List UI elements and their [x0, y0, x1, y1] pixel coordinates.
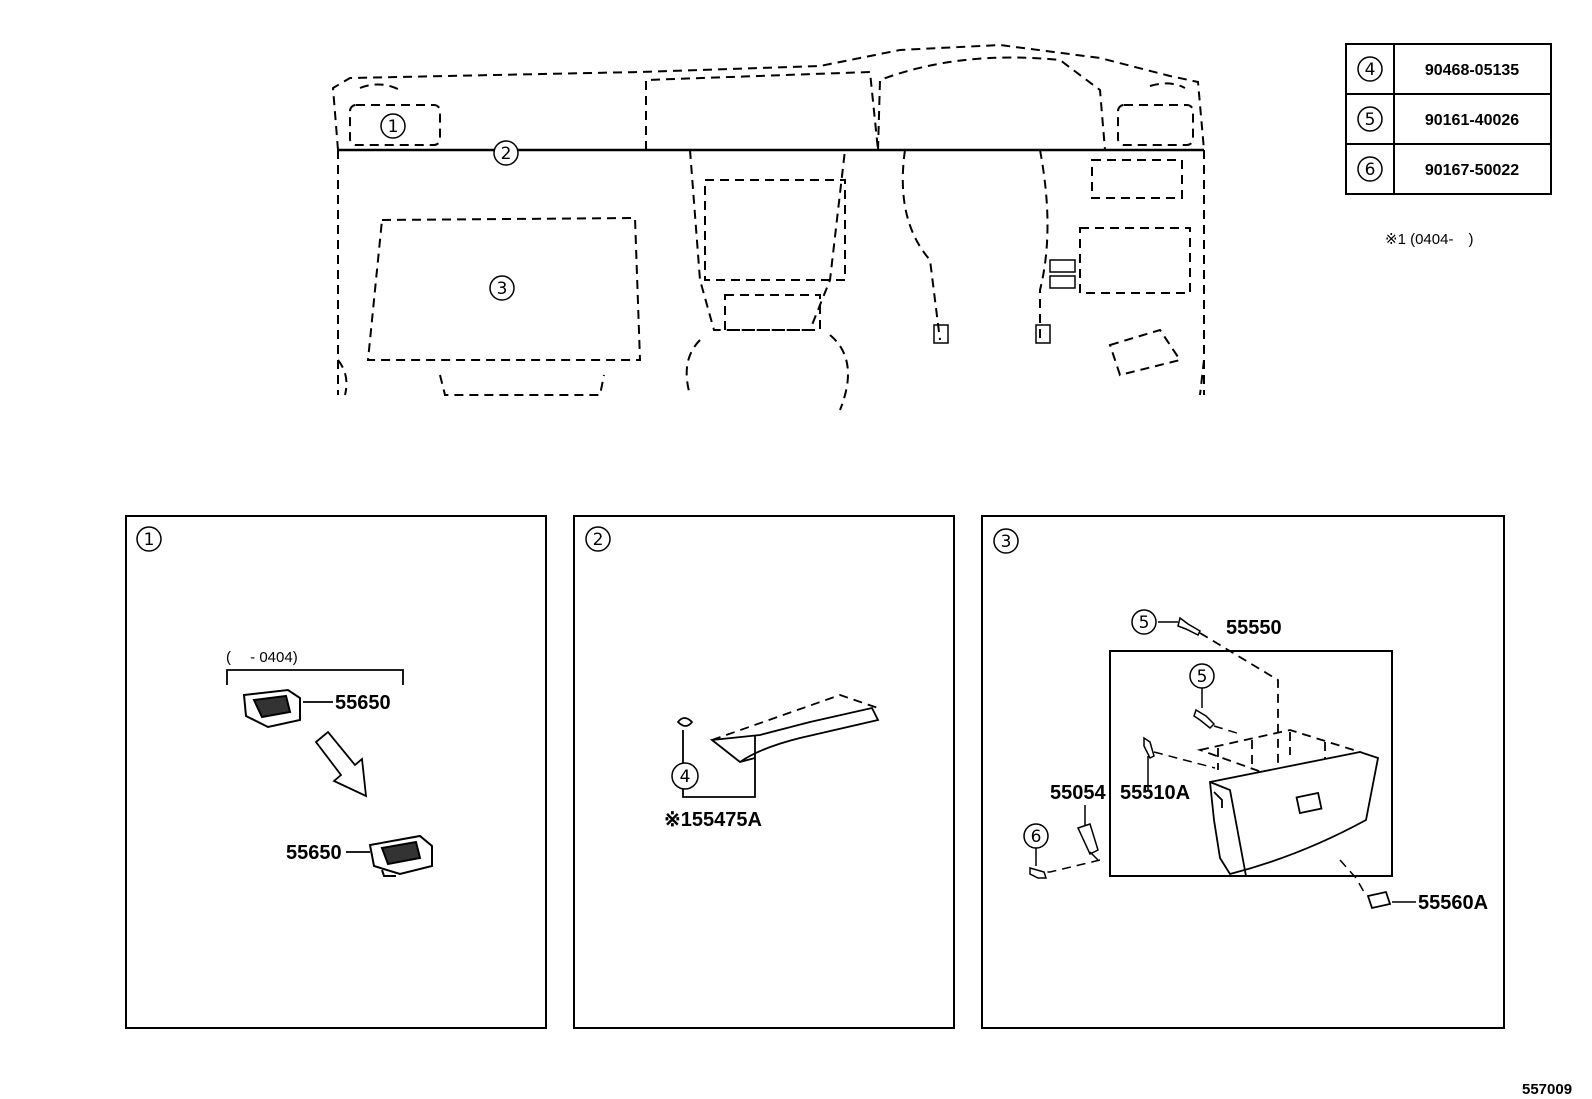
screw-icon	[1177, 616, 1201, 637]
svg-text:1: 1	[144, 530, 155, 550]
screw-icon	[1029, 867, 1048, 879]
fastener-row: 5 90161-40026	[1357, 106, 1519, 132]
pin-icon	[1143, 736, 1155, 760]
panel-3: 3 5 55550 5 55510A 55054	[981, 515, 1505, 1029]
callout-2-overview: 2	[493, 140, 519, 166]
svg-text:5: 5	[1197, 667, 1208, 687]
screw-icon	[1193, 708, 1216, 730]
panel-2: 2 4 ※155475A	[573, 515, 955, 1029]
part-55475a: ※155475A	[664, 809, 762, 831]
svg-text:6: 6	[1365, 160, 1376, 180]
callout-3-overview: 3	[489, 275, 515, 301]
dashboard-overview	[331, 43, 1205, 411]
part-55054: 55054	[1050, 782, 1106, 804]
panel-1: 1 ( - 0404) 55650 55650	[125, 515, 547, 1029]
svg-text:2: 2	[593, 530, 604, 550]
vent-icon	[242, 688, 301, 729]
svg-text:4: 4	[1365, 60, 1376, 80]
fastener-table: 4 90468-05135 5 90161-40026 6 90167-5002…	[1345, 43, 1552, 195]
fastener-row: 4 90468-05135	[1357, 56, 1519, 82]
fastener-part-number: 90167-50022	[1425, 162, 1519, 179]
callout-1-overview: 1	[380, 113, 406, 139]
svg-text:6: 6	[1031, 827, 1042, 847]
svg-text:5: 5	[1365, 110, 1376, 130]
svg-text:1: 1	[388, 117, 399, 137]
arrow-icon	[314, 730, 368, 798]
svg-text:3: 3	[1001, 532, 1012, 552]
footnote: ※1 (0404- )	[1385, 231, 1473, 248]
latch-icon	[1366, 890, 1392, 910]
part-55650-b: 55650	[286, 842, 342, 864]
fastener-part-number: 90468-05135	[1425, 62, 1519, 79]
drawing-number: 557009	[1522, 1081, 1572, 1098]
glovebox-icon	[1196, 729, 1380, 877]
date-range-label: ( - 0404)	[226, 649, 298, 666]
damper-icon	[1076, 823, 1099, 856]
svg-text:2: 2	[501, 144, 512, 164]
fastener-part-number: 90161-40026	[1425, 112, 1519, 129]
part-55510a: 55510A	[1120, 782, 1190, 804]
svg-text:5: 5	[1139, 613, 1150, 633]
part-55650-a: 55650	[335, 692, 391, 714]
fastener-row: 6 90167-50022	[1357, 156, 1519, 182]
part-55550: 55550	[1226, 617, 1282, 639]
vent-icon	[368, 834, 433, 877]
trim-strip-icon	[676, 694, 880, 764]
svg-text:3: 3	[497, 279, 508, 299]
part-55560a: 55560A	[1418, 892, 1488, 914]
svg-text:4: 4	[680, 767, 691, 787]
